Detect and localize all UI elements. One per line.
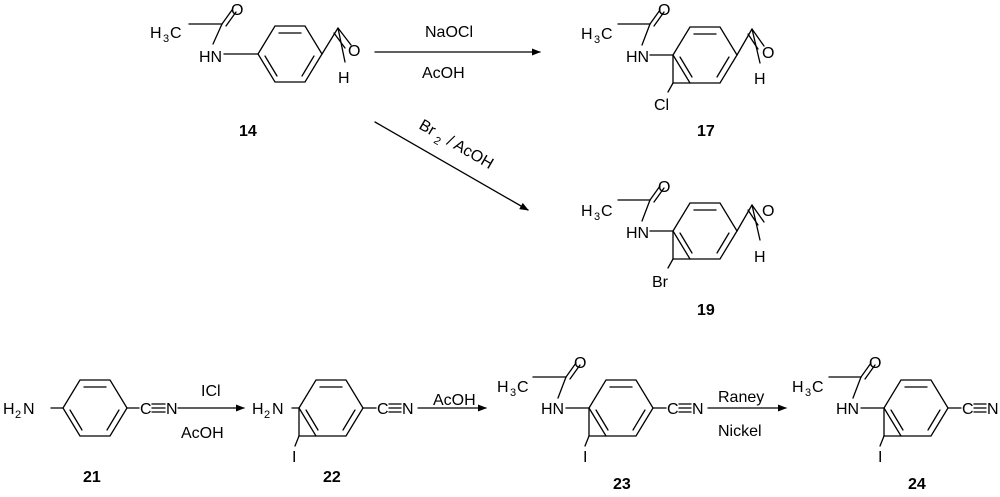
chlorine-label: Cl [654, 97, 669, 114]
amide-nh-label: HN [199, 49, 222, 66]
amine-subscript: 2 [264, 409, 270, 421]
reagent-naocl: NaOCl [425, 24, 473, 41]
compound-23-structure [532, 362, 692, 447]
nitrile-carbon-label: C [377, 401, 389, 418]
methyl-carbon-label: C [812, 379, 824, 396]
methyl-hydrogen-label: H [150, 25, 162, 42]
compound-19-structure [617, 185, 765, 269]
compound-number-24: 24 [908, 476, 926, 493]
nitrile-nitrogen-label: N [402, 401, 414, 418]
reagent-acoh-solvent: / AcOH [444, 133, 496, 173]
carbonyl-oxygen-label: O [231, 2, 243, 19]
amine-hydrogen-label: H [3, 401, 15, 418]
iodine-label: I [583, 449, 587, 466]
methyl-hydrogen-label: H [581, 203, 593, 220]
compound-number-22: 22 [323, 469, 341, 486]
amine-subscript: 2 [15, 409, 21, 421]
carbonyl-oxygen-label: O [869, 355, 881, 372]
aldehyde-hydrogen-label: H [338, 70, 350, 87]
nitrile-nitrogen-label: N [692, 401, 704, 418]
aldehyde-oxygen-label: O [762, 203, 774, 220]
carbonyl-oxygen-label: O [658, 2, 670, 19]
nitrile-carbon-label: C [962, 401, 974, 418]
compound-21-structure [50, 379, 166, 437]
compound-number-17: 17 [697, 123, 715, 140]
methyl-subscript: 3 [805, 387, 811, 399]
bromine-label: Br [652, 274, 669, 291]
aldehyde-oxygen-label: O [762, 45, 774, 62]
amide-nh-label: HN [626, 225, 649, 242]
nitrile-nitrogen-label: N [166, 401, 178, 418]
aldehyde-hydrogen-label: H [754, 249, 766, 266]
amine-hydrogen-label: H [252, 401, 264, 418]
reaction-arrow-14-19 [374, 121, 529, 211]
compound-number-23: 23 [613, 476, 631, 493]
reagent-acoh: AcOH [433, 392, 476, 409]
reagent-nickel: Nickel [718, 423, 762, 440]
compound-14-structure [188, 9, 352, 83]
compound-number-14: 14 [239, 123, 257, 140]
reagent-acoh: AcOH [422, 65, 465, 82]
methyl-carbon-label: C [601, 203, 613, 220]
amide-nh-label: HN [541, 401, 564, 418]
methyl-subscript: 3 [594, 211, 600, 223]
nitrile-carbon-label: C [667, 401, 679, 418]
amide-nh-label: HN [836, 401, 859, 418]
compound-22-structure [291, 379, 402, 447]
methyl-carbon-label: C [517, 379, 529, 396]
methyl-subscript: 3 [163, 33, 169, 45]
methyl-carbon-label: C [601, 26, 613, 43]
reagent-acoh: AcOH [181, 425, 224, 442]
amide-nh-label: HN [626, 49, 649, 66]
reagent-raney: Raney [718, 389, 764, 406]
reagent-icl: ICl [201, 383, 221, 400]
aldehyde-oxygen-label: O [348, 43, 360, 60]
nitrile-nitrogen-label: N [987, 401, 999, 418]
amine-nitrogen-label: N [23, 401, 35, 418]
methyl-subscript: 3 [594, 34, 600, 46]
reagent-bromine-subscript: 2 [431, 135, 442, 148]
compound-24-structure [828, 362, 987, 447]
carbonyl-oxygen-label: O [574, 355, 586, 372]
compound-number-19: 19 [697, 302, 715, 319]
compound-17-structure [617, 9, 765, 93]
carbonyl-oxygen-label: O [658, 179, 670, 196]
methyl-subscript: 3 [510, 387, 516, 399]
methyl-hydrogen-label: H [497, 379, 509, 396]
iodine-label: I [292, 449, 296, 466]
methyl-hydrogen-label: H [792, 379, 804, 396]
methyl-hydrogen-label: H [581, 26, 593, 43]
iodine-label: I [878, 449, 882, 466]
nitrile-carbon-label: C [140, 401, 152, 418]
aldehyde-hydrogen-label: H [754, 71, 766, 88]
amine-nitrogen-label: N [272, 401, 284, 418]
methyl-carbon-label: C [170, 25, 182, 42]
compound-number-21: 21 [83, 469, 101, 486]
